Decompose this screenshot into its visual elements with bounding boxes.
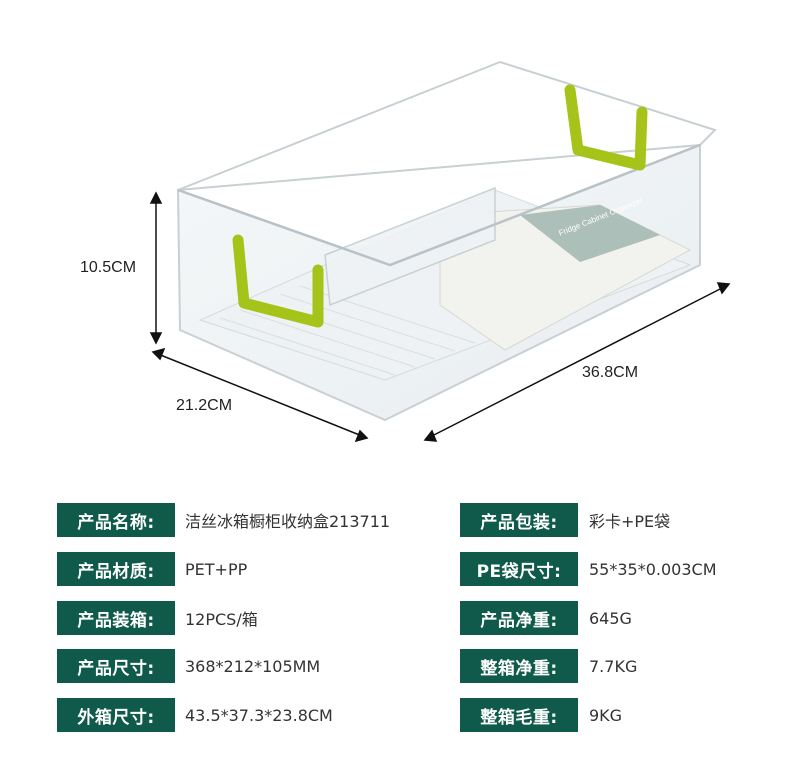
spec-row: 产品尺寸: 368*212*105MM 整箱净重: 7.7KG — [57, 649, 737, 683]
spec-value: 55*35*0.003CM — [589, 559, 717, 579]
width-dimension-line — [157, 353, 363, 437]
product-figure: Fridge Cabinet Organizer 10.5CM 21.2CM 3… — [80, 60, 731, 443]
length-dimension-label: 36.8CM — [582, 364, 639, 381]
spec-label: 外箱尺寸: — [57, 698, 175, 732]
spec-value: 368*212*105MM — [185, 656, 321, 676]
left-handle — [232, 234, 324, 328]
spec-value: 12PCS/箱 — [185, 610, 258, 629]
spec-value: 7.7KG — [589, 656, 638, 676]
spec-row: 产品名称: 洁丝冰箱橱柜收纳盒213711 产品包装: 彩卡+PE袋 — [57, 503, 737, 537]
spec-label: 产品名称: — [57, 503, 175, 537]
spec-label: 整箱净重: — [460, 649, 578, 683]
right-handle — [564, 84, 648, 171]
spec-value: 9KG — [589, 705, 623, 725]
organizer-bin-illustration: Fridge Cabinet Organizer — [149, 60, 731, 443]
height-dimension-label: 10.5CM — [80, 259, 137, 276]
spec-value: 洁丝冰箱橱柜收纳盒213711 — [185, 512, 391, 531]
spec-label: 产品净重: — [460, 601, 578, 635]
width-dimension-label: 21.2CM — [176, 397, 233, 414]
spec-row: 外箱尺寸: 43.5*37.3*23.8CM 整箱毛重: 9KG — [57, 698, 737, 732]
spec-row: 产品材质: PET+PP PE袋尺寸: 55*35*0.003CM — [57, 552, 737, 586]
spec-row: 产品装箱: 12PCS/箱 产品净重: 645G — [57, 601, 737, 635]
spec-label: 整箱毛重: — [460, 698, 578, 732]
spec-value: PET+PP — [185, 559, 248, 579]
length-dimension-line — [429, 286, 725, 438]
spec-label: 产品尺寸: — [57, 649, 175, 683]
spec-value: 645G — [589, 608, 632, 628]
spec-label: PE袋尺寸: — [460, 552, 578, 586]
spec-label: 产品包装: — [460, 503, 578, 537]
spec-label: 产品装箱: — [57, 601, 175, 635]
spec-value: 43.5*37.3*23.8CM — [185, 705, 333, 725]
spec-value: 彩卡+PE袋 — [589, 512, 671, 531]
spec-label: 产品材质: — [57, 552, 175, 586]
